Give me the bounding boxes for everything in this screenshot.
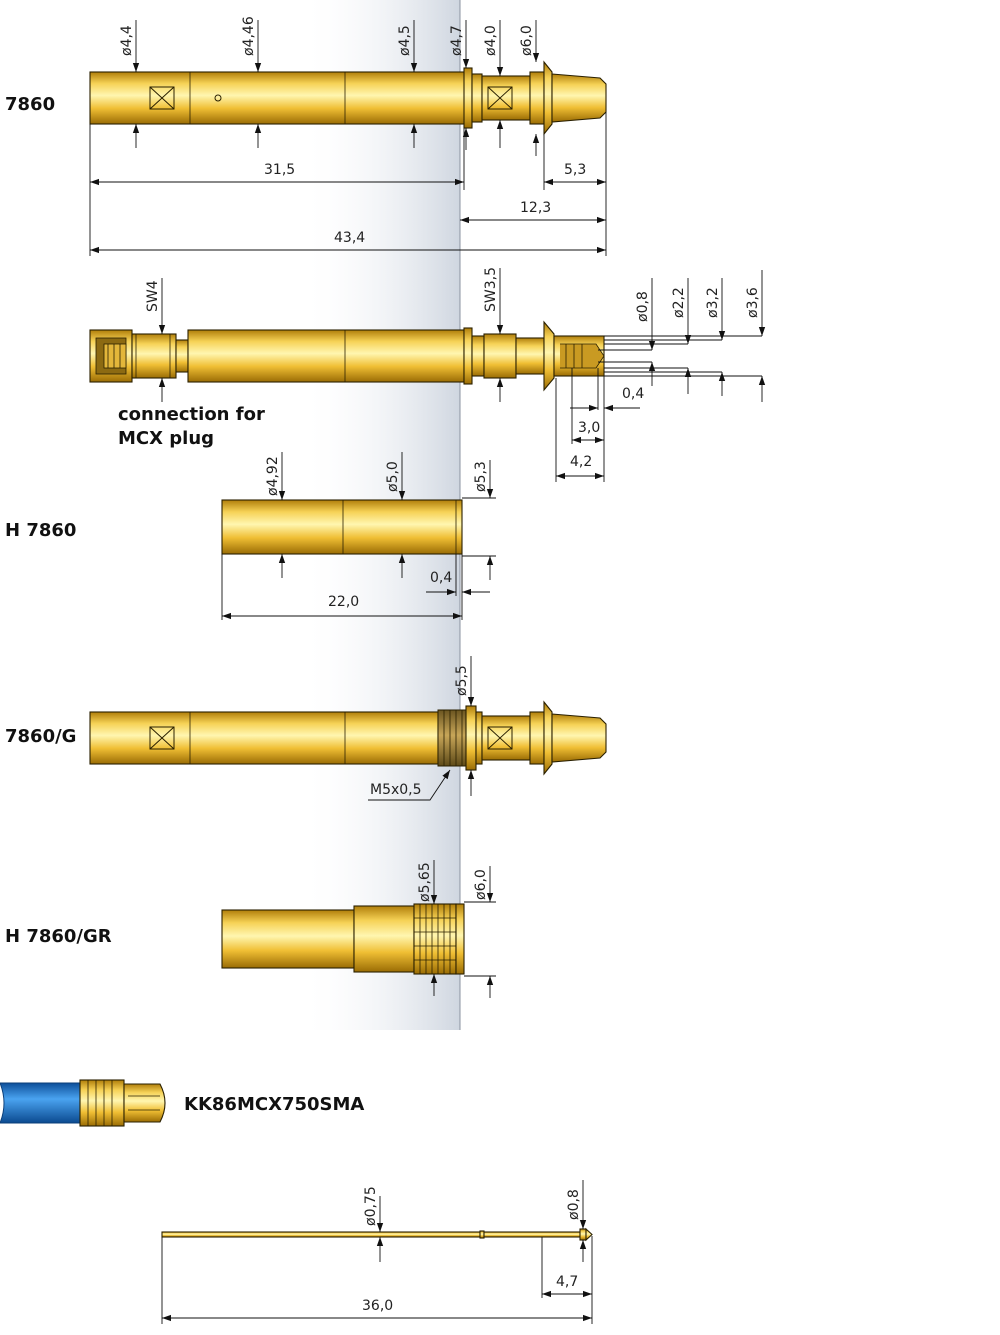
dim-d55: ø5,5 (454, 665, 470, 696)
dim-d44: ø4,4 (119, 25, 135, 56)
dim-d60a: ø6,0 (519, 25, 535, 56)
dim-m5: M5x0,5 (370, 782, 422, 798)
wrench-flat-mark (487, 86, 513, 110)
dim-l220: 22,0 (328, 594, 359, 610)
dim-l434: 43,4 (334, 230, 365, 246)
part-7860 (89, 20, 607, 256)
dim-l360: 36,0 (362, 1298, 393, 1314)
part-7860g (89, 656, 607, 801)
cable-kk86mcx750sma (0, 1079, 166, 1127)
part-h7860gr (221, 860, 496, 998)
dim-d565: ø5,65 (417, 862, 433, 902)
part-label-h7860gr: H 7860/GR (5, 926, 112, 947)
wrench-flat-mark (149, 86, 175, 110)
wrench-flat-mark (149, 726, 175, 750)
dim-sw35: SW3,5 (483, 267, 499, 312)
dim-d08: ø0,8 (635, 291, 651, 322)
dim-l315: 31,5 (264, 162, 295, 178)
dim-l42: 4,2 (570, 454, 592, 470)
dim-d22: ø2,2 (671, 287, 687, 318)
dim-d08b: ø0,8 (566, 1189, 582, 1220)
dim-d446: ø4,46 (241, 16, 257, 56)
part-label-7860g: 7860/G (5, 726, 76, 747)
dim-d36: ø3,6 (745, 287, 761, 318)
dim-d40: ø4,0 (483, 25, 499, 56)
dim-sw4: SW4 (145, 280, 161, 312)
part-h7860 (221, 452, 496, 620)
dim-l30: 3,0 (578, 420, 600, 436)
dim-l04a: 0,4 (622, 386, 644, 402)
dim-l47: 4,7 (556, 1274, 578, 1290)
dim-d32: ø3,2 (705, 287, 721, 318)
mcx-note-line1: connection for (118, 404, 265, 425)
dim-l53: 5,3 (564, 162, 586, 178)
dim-d53: ø5,3 (473, 461, 489, 492)
dim-l123: 12,3 (520, 200, 551, 216)
part-label-h7860: H 7860 (5, 520, 76, 541)
dim-d492: ø4,92 (265, 456, 281, 496)
dim-d075: ø0,75 (363, 1186, 379, 1226)
dim-l04b: 0,4 (430, 570, 452, 586)
dim-d45: ø4,5 (397, 25, 413, 56)
part-7860-mcx (89, 268, 766, 482)
dim-d47: ø4,7 (449, 25, 465, 56)
dim-d50: ø5,0 (385, 461, 401, 492)
pin (161, 1180, 593, 1324)
part-label-7860: 7860 (5, 94, 55, 115)
dim-d60b: ø6,0 (473, 869, 489, 900)
wrench-flat-mark (487, 726, 513, 750)
part-label-kk86: KK86MCX750SMA (184, 1094, 364, 1115)
mcx-note-line2: MCX plug (118, 428, 214, 449)
